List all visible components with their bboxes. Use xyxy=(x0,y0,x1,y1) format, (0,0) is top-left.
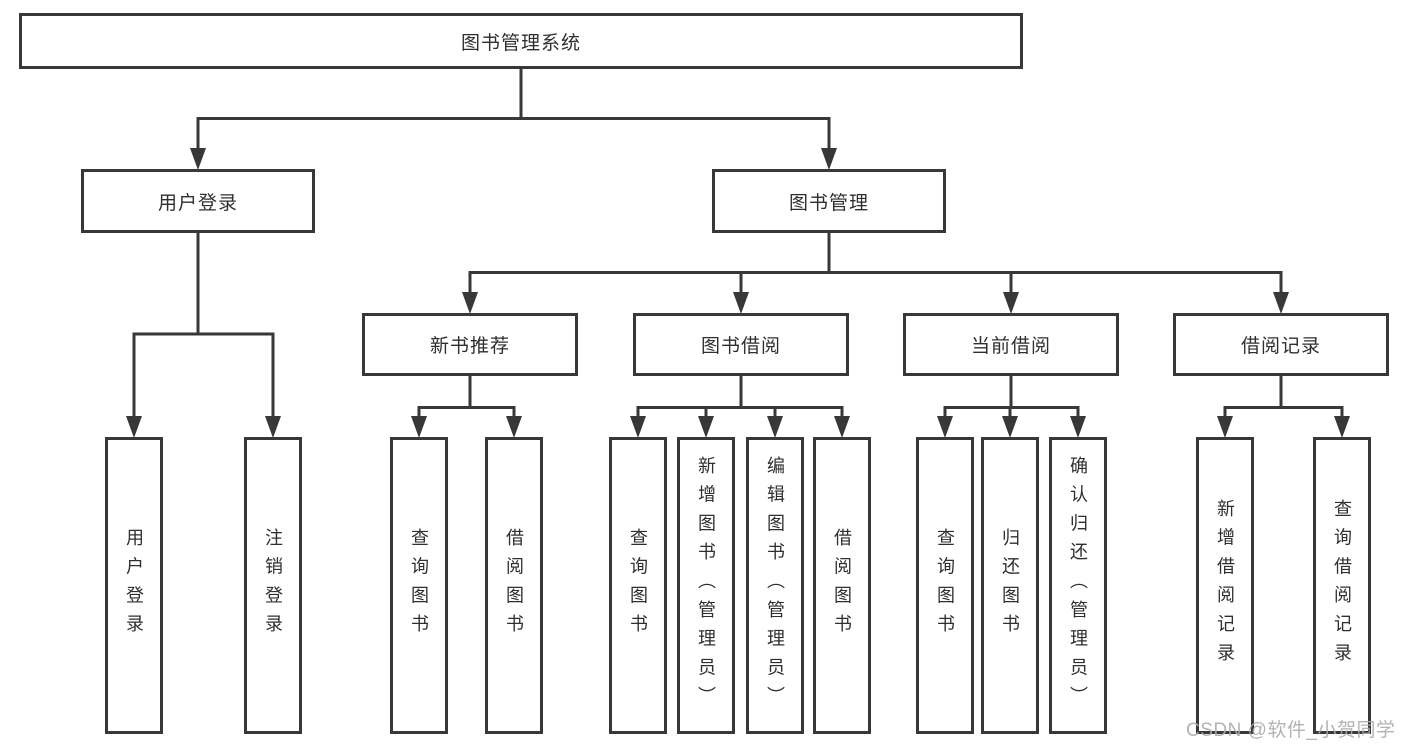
leaf-recommend-borrow-book-label: 借阅图书 xyxy=(504,527,524,644)
connector-current-borrow-to-leaves xyxy=(937,374,1086,438)
leaf-borrow-query-book-label: 查询图书 xyxy=(628,527,648,644)
leaf-user-login-label: 用户登录 xyxy=(124,527,144,644)
leaf-current-return-book: 归还图书 xyxy=(981,437,1039,734)
leaf-current-query-book: 查询图书 xyxy=(916,437,974,734)
leaf-records-query-record-label: 查询借阅记录 xyxy=(1332,499,1352,672)
leaf-records-add-record: 新增借阅记录 xyxy=(1196,437,1254,734)
leaf-borrow-borrow-book-label: 借阅图书 xyxy=(832,527,852,644)
leaf-borrow-query-book: 查询图书 xyxy=(609,437,667,734)
connector-book-borrow-to-leaves xyxy=(630,374,850,438)
leaf-borrow-edit-book-admin: 编辑图书（管理员） xyxy=(746,437,804,734)
leaf-current-query-book-label: 查询图书 xyxy=(935,527,955,644)
node-new-book-recommend-label: 新书推荐 xyxy=(429,336,510,357)
node-book-management-label: 图书管理 xyxy=(788,192,869,214)
leaf-logout-label: 注销登录 xyxy=(263,527,283,644)
connector-root-to-level2 xyxy=(190,68,837,170)
leaf-recommend-query-book-label: 查询图书 xyxy=(409,527,429,644)
connector-borrow-records-to-leaves xyxy=(1217,374,1350,438)
connector-user-login-to-leaves xyxy=(126,230,281,438)
node-book-borrow: 图书借阅 xyxy=(633,313,849,376)
leaf-recommend-borrow-book: 借阅图书 xyxy=(485,437,543,734)
leaf-borrow-edit-book-admin-label: 编辑图书（管理员） xyxy=(765,455,785,716)
node-borrow-records-label: 借阅记录 xyxy=(1240,336,1321,357)
leaf-borrow-add-book-admin-label: 新增图书（管理员） xyxy=(696,455,716,716)
leaf-current-confirm-return-admin: 确认归还（管理员） xyxy=(1049,437,1107,734)
leaf-current-return-book-label: 归还图书 xyxy=(1000,527,1020,644)
leaf-recommend-query-book: 查询图书 xyxy=(390,437,448,734)
leaf-borrow-borrow-book: 借阅图书 xyxy=(813,437,871,734)
leaf-current-confirm-return-admin-label: 确认归还（管理员） xyxy=(1068,455,1088,716)
node-user-login-label: 用户登录 xyxy=(157,192,238,214)
node-book-management: 图书管理 xyxy=(712,169,946,233)
node-user-login: 用户登录 xyxy=(81,169,315,233)
leaf-borrow-add-book-admin: 新增图书（管理员） xyxy=(677,437,735,734)
node-book-borrow-label: 图书借阅 xyxy=(700,336,781,357)
node-borrow-records: 借阅记录 xyxy=(1173,313,1389,376)
leaf-records-query-record: 查询借阅记录 xyxy=(1313,437,1371,734)
node-current-borrow: 当前借阅 xyxy=(903,313,1119,376)
leaf-logout: 注销登录 xyxy=(244,437,302,734)
node-root-system: 图书管理系统 xyxy=(19,13,1023,69)
connector-book-management-to-level3 xyxy=(462,230,1289,314)
node-current-borrow-label: 当前借阅 xyxy=(970,336,1051,357)
csdn-watermark: CSDN @软件_小贺同学 xyxy=(1186,720,1396,741)
leaf-user-login: 用户登录 xyxy=(105,437,163,734)
node-root-system-label: 图书管理系统 xyxy=(460,32,581,54)
connector-new-book-recommend-to-leaves xyxy=(411,374,522,438)
leaf-records-add-record-label: 新增借阅记录 xyxy=(1215,499,1235,672)
node-new-book-recommend: 新书推荐 xyxy=(362,313,578,376)
